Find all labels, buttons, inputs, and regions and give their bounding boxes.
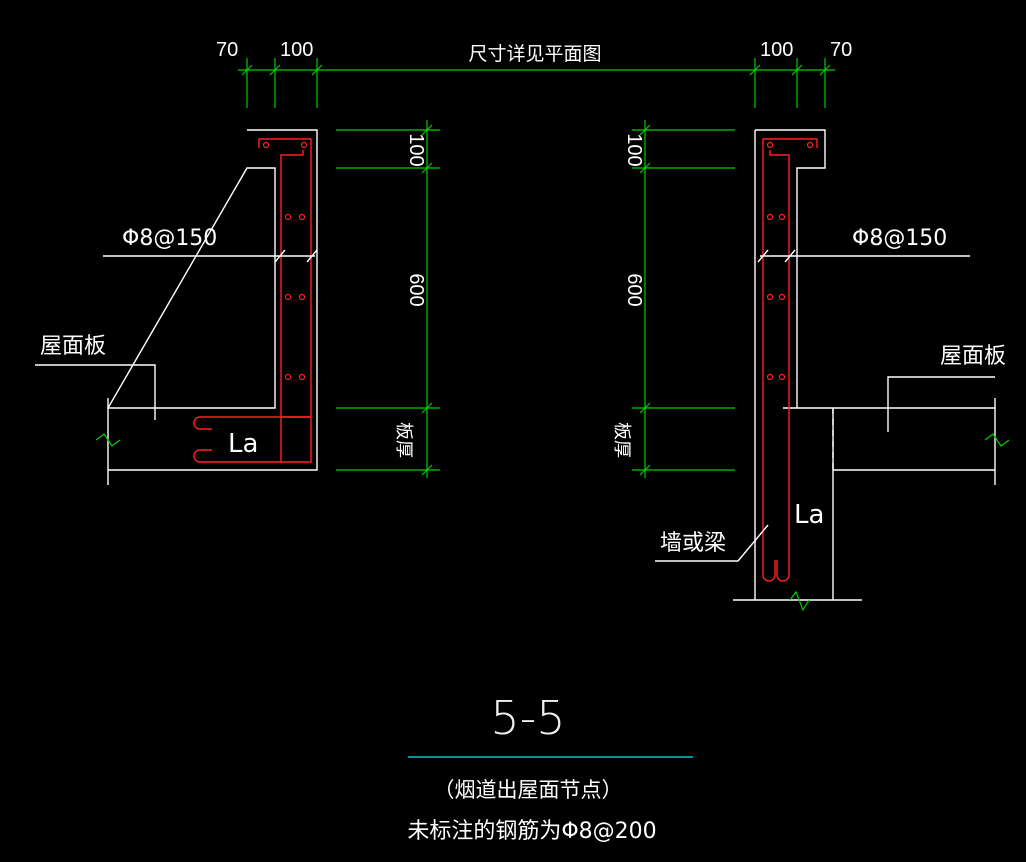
left-wall-outline	[106, 129, 318, 471]
left-break-mark	[95, 433, 121, 447]
left-rebar-hook-bottom	[193, 449, 212, 463]
right-top-dimension: 100 70	[749, 39, 852, 108]
dim-70-left: 70	[216, 39, 238, 61]
dim-600-right-vertical: 600	[623, 273, 645, 306]
right-rebar-hook	[762, 560, 790, 582]
dim-600-left-vertical: 600	[405, 273, 427, 306]
left-roof-slab-label: 屋面板	[40, 334, 106, 359]
left-vertical-dimension: 100 600 板厚	[336, 120, 440, 478]
right-bottom-break-mark	[789, 590, 810, 612]
right-roof-slab-label: 屋面板	[940, 344, 1006, 369]
left-rebar-label: Φ8@150	[122, 226, 217, 251]
dim-slab-thickness-left: 板厚	[393, 422, 414, 458]
right-rebar-outer	[762, 138, 818, 575]
right-anchor-label: La	[794, 500, 824, 530]
right-rebar-label: Φ8@150	[852, 226, 947, 251]
right-wall-outline	[754, 129, 826, 600]
section-title: 5-5	[490, 691, 565, 745]
right-vertical-dimension: 100 600 板厚	[611, 120, 735, 478]
section-subtitle: （烟道出屋面节点）	[434, 778, 623, 802]
wall-or-beam-label: 墙或梁	[660, 531, 726, 556]
general-note: 未标注的钢筋为Φ8@200	[407, 819, 656, 844]
left-anchor-label: La	[228, 429, 258, 459]
left-top-dimension: 70 100	[216, 39, 330, 108]
left-rebar-inner	[280, 150, 304, 462]
dim-100-right: 100	[760, 39, 793, 61]
plan-reference-note: 尺寸详见平面图	[468, 43, 601, 65]
dim-100-right-vertical: 100	[623, 133, 645, 166]
left-rebar-hook-top	[193, 416, 311, 430]
right-break-mark	[984, 433, 1010, 447]
dim-70-right: 70	[830, 39, 852, 61]
right-rebar-inner	[769, 150, 790, 575]
dim-100-left-vertical: 100	[405, 133, 427, 166]
right-detail: Φ8@150 屋面板 La 墙或梁 100 70 100	[611, 39, 1010, 612]
dim-slab-thickness-right: 板厚	[611, 422, 632, 458]
left-rebar-outer	[200, 138, 312, 463]
title-block: 5-5 （烟道出屋面节点） 未标注的钢筋为Φ8@200	[407, 691, 693, 844]
dim-100-left: 100	[280, 39, 313, 61]
right-rebar-dots	[766, 141, 814, 381]
left-detail: Φ8@150 屋面板 La 70 100 100 600	[35, 39, 440, 485]
left-rebar-dots	[262, 141, 308, 381]
